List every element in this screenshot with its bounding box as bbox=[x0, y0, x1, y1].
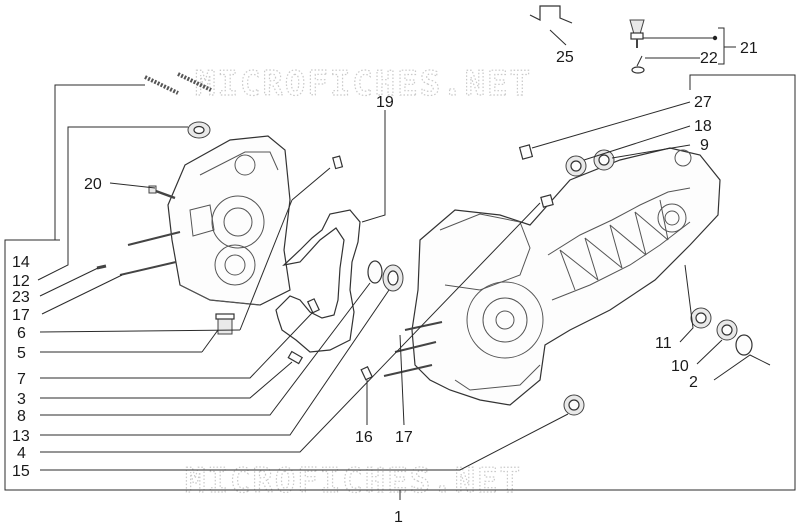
watermark-bottom: MICROFICHES.NET bbox=[185, 461, 522, 501]
callout-6: 6 bbox=[17, 325, 26, 342]
circlip-2 bbox=[735, 334, 753, 356]
seal-13-inner bbox=[387, 270, 399, 286]
callout-8: 8 bbox=[17, 408, 26, 425]
callout-5: 5 bbox=[17, 345, 26, 362]
callout-1: 1 bbox=[394, 509, 403, 526]
leader-dot-21 bbox=[712, 35, 718, 41]
callout-15: 15 bbox=[12, 463, 30, 480]
dowel-27 bbox=[518, 144, 534, 160]
callout-21: 21 bbox=[740, 40, 758, 57]
oil-sensor-21 bbox=[629, 19, 645, 48]
callout-19: 19 bbox=[376, 94, 394, 111]
callout-17-left: 17 bbox=[12, 307, 30, 324]
stud-right-2 bbox=[394, 341, 437, 353]
callout-27: 27 bbox=[694, 94, 712, 111]
oil-seal-12-inner bbox=[193, 125, 205, 135]
crankcase-gasket-19 bbox=[275, 209, 361, 353]
seal-11-inner bbox=[695, 312, 707, 324]
callout-7: 7 bbox=[17, 371, 26, 388]
stud-left-2 bbox=[119, 261, 177, 276]
callout-3: 3 bbox=[17, 391, 26, 408]
callout-10: 10 bbox=[671, 358, 689, 375]
stud-right-1 bbox=[404, 321, 443, 331]
callout-14: 14 bbox=[12, 254, 30, 271]
callout-13: 13 bbox=[12, 428, 30, 445]
leader-lines bbox=[37, 27, 771, 471]
assembly-bracket bbox=[4, 74, 796, 500]
callout-2: 2 bbox=[689, 374, 698, 391]
pin-3 bbox=[287, 350, 304, 365]
bearing-10-inner bbox=[721, 324, 733, 336]
drain-plug-5 bbox=[215, 313, 235, 335]
bolt-20 bbox=[148, 185, 176, 200]
callout-9: 9 bbox=[700, 137, 709, 154]
dowel-right bbox=[540, 194, 554, 208]
watermark-top: MICROFICHES.NET bbox=[195, 64, 532, 104]
callout-4: 4 bbox=[17, 445, 26, 462]
callout-22: 22 bbox=[700, 50, 718, 67]
callout-16: 16 bbox=[355, 429, 373, 446]
stud-bolts bbox=[144, 72, 212, 95]
right-crankcase-half bbox=[411, 147, 721, 406]
bearing-9-inner bbox=[598, 154, 610, 166]
callout-20: 20 bbox=[84, 176, 102, 193]
bracket-25 bbox=[529, 5, 573, 24]
stud-left-1 bbox=[127, 231, 181, 246]
dowel-pin-23 bbox=[96, 264, 107, 270]
seal-18-inner bbox=[570, 160, 582, 172]
washer-22 bbox=[631, 66, 645, 74]
callout-12: 12 bbox=[12, 273, 30, 290]
callout-25: 25 bbox=[556, 49, 574, 66]
left-crankcase-half bbox=[167, 135, 291, 306]
dowel-pin-upper bbox=[332, 155, 344, 170]
pin-16 bbox=[360, 365, 373, 381]
callout-11: 11 bbox=[655, 335, 672, 352]
callout-17-right: 17 bbox=[395, 429, 413, 446]
pin-7 bbox=[306, 298, 320, 314]
stud-right-3 bbox=[383, 364, 433, 377]
bearing-15-inner bbox=[568, 399, 580, 411]
callout-23: 23 bbox=[12, 289, 30, 306]
callout-labels: 1 2 3 4 5 6 7 8 9 10 11 12 13 14 15 16 1… bbox=[12, 40, 758, 526]
seal-8 bbox=[367, 260, 383, 284]
callout-18: 18 bbox=[694, 118, 712, 135]
